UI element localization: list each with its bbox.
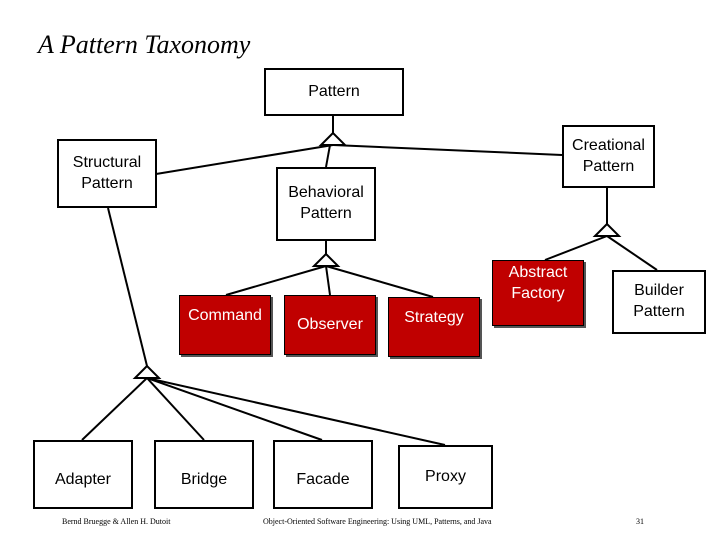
observer-node: Observer — [284, 295, 376, 355]
footer-authors: Bernd Bruegge & Allen H. Dutoit — [62, 517, 171, 526]
proxy-node: Proxy — [398, 445, 493, 509]
behavioral-pattern-node: Behavioral Pattern — [276, 167, 376, 241]
abstract-factory-node: Abstract Factory — [492, 260, 584, 326]
structural-pattern-node: Structural Pattern — [57, 139, 157, 208]
footer-page-number: 31 — [636, 517, 644, 526]
builder-pattern-node: Builder Pattern — [612, 270, 706, 334]
creational-pattern-node: Creational Pattern — [562, 125, 655, 188]
footer-book: Object-Oriented Software Engineering: Us… — [263, 517, 492, 526]
strategy-node: Strategy — [388, 297, 480, 357]
adapter-node: Adapter — [33, 440, 133, 509]
command-node: Command — [179, 295, 271, 355]
bridge-node: Bridge — [154, 440, 254, 509]
slide-title: A Pattern Taxonomy — [38, 30, 251, 59]
pattern-node: Pattern — [264, 68, 404, 116]
facade-node: Facade — [273, 440, 373, 509]
